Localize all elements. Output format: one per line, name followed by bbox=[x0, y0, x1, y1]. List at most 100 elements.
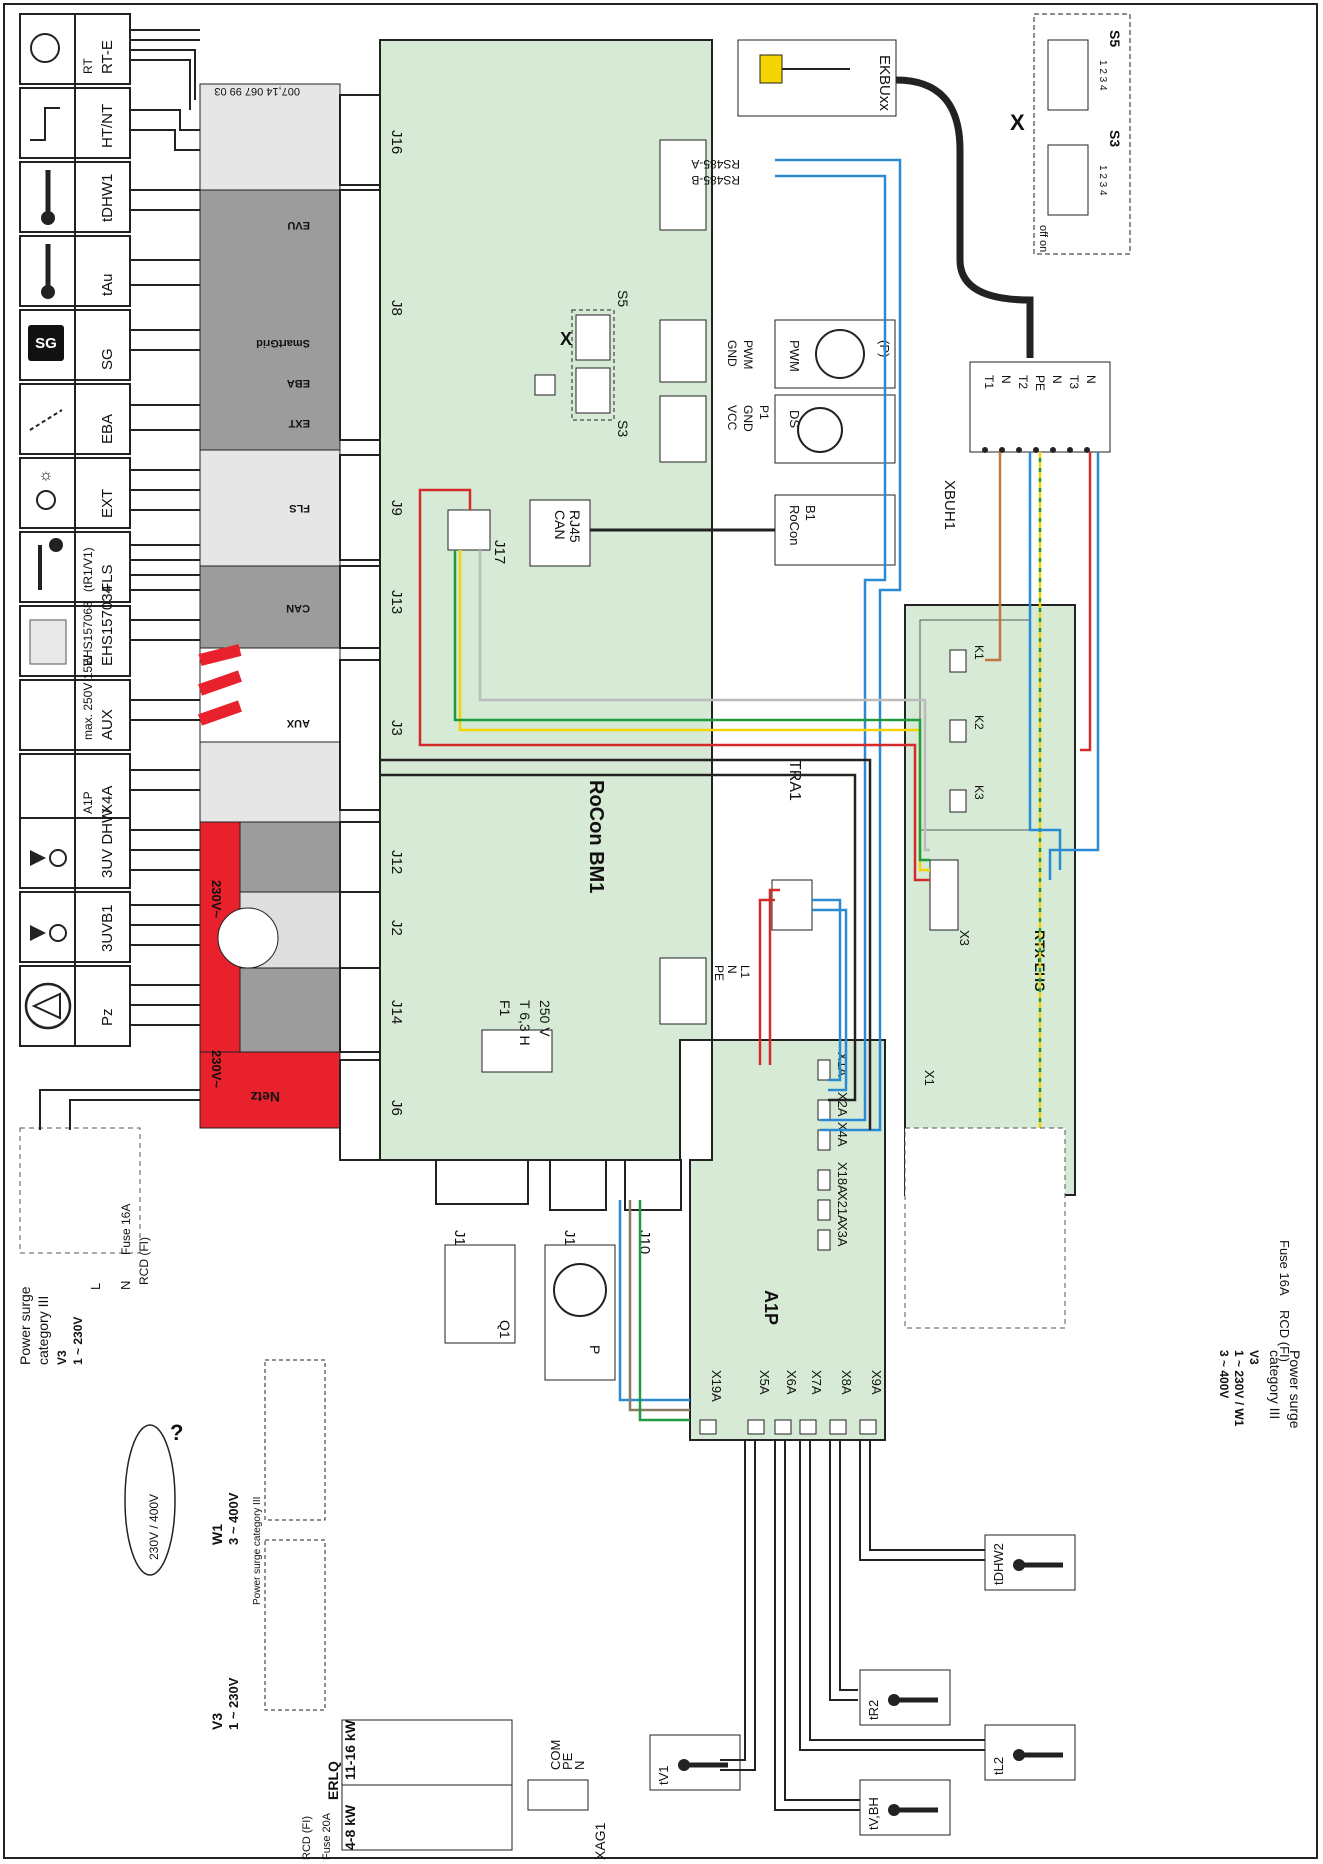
j5-block bbox=[659, 395, 707, 463]
pump-p-icon bbox=[553, 1263, 607, 1317]
sensor-sublabel-8: EHS157068 bbox=[81, 601, 95, 666]
rtx-x3: X3 bbox=[957, 930, 972, 946]
a1p-port-x21a bbox=[817, 1199, 831, 1221]
xbuh1-pin-dot-0 bbox=[982, 447, 988, 453]
ekbu-label: EKBUxx bbox=[876, 55, 893, 111]
dip-s3 bbox=[1047, 144, 1089, 216]
w1-voltage: 3 ~ 400V bbox=[226, 1492, 241, 1545]
sensor-icons: SG ☼ bbox=[24, 33, 72, 1030]
connector-label-j1: J1 bbox=[561, 1230, 578, 1246]
sensor-label-5: EBA bbox=[99, 414, 116, 444]
bottom-sensor-bulb-3 bbox=[888, 1694, 900, 1706]
j7-block bbox=[659, 319, 707, 383]
switch-x-label: X bbox=[560, 329, 572, 349]
ds-title: DS bbox=[787, 410, 802, 428]
xag1-pe: PE bbox=[560, 1752, 575, 1770]
sensor-label-11: 3UV DHW bbox=[99, 808, 116, 878]
connector-label-j12: J12 bbox=[388, 850, 405, 874]
ds-vcc: VCC bbox=[725, 405, 739, 431]
rocon-b1-label2: B1 bbox=[803, 505, 818, 521]
cloud-text: 230V / 400V bbox=[147, 1494, 161, 1560]
xbuh1-pin-dot-1 bbox=[999, 447, 1005, 453]
a1p-port-x3a bbox=[817, 1229, 831, 1251]
pwm-title: PWM bbox=[787, 340, 802, 372]
j4-block bbox=[659, 957, 707, 1025]
power-right-fuse: Fuse 16A bbox=[1277, 1240, 1292, 1296]
j7-gnd: GND bbox=[725, 340, 739, 367]
smartgrid-term-label: SmartGrid bbox=[256, 337, 310, 349]
p-pump-box bbox=[544, 1244, 616, 1381]
ds-box bbox=[774, 394, 896, 464]
a1p-port-label-x7a: X7A bbox=[809, 1370, 824, 1395]
a1p-port-x9a bbox=[859, 1419, 877, 1435]
bottom-sensor-bulb-0 bbox=[678, 1759, 690, 1771]
erlq-label: ERLQ bbox=[325, 1761, 341, 1800]
ds-p1: P1 bbox=[757, 405, 771, 420]
sensor-sublabel-0: RT bbox=[81, 58, 95, 74]
xag1-block bbox=[527, 1779, 589, 1811]
rj45-label1: RJ45 bbox=[567, 510, 583, 543]
v3-label: V3 bbox=[209, 1713, 225, 1730]
xbuh1-pin-dot-5 bbox=[1067, 447, 1073, 453]
xag1-n: N bbox=[572, 1761, 587, 1770]
xag1-label: XAG1 bbox=[592, 1822, 608, 1860]
xbuh1-pin-6: N bbox=[1084, 375, 1098, 384]
sensor-label-2: tDHW1 bbox=[99, 174, 116, 222]
connector-label-j8: J8 bbox=[388, 300, 405, 316]
dip-nums-2: 1 2 3 4 bbox=[1097, 165, 1108, 196]
heater-cable bbox=[895, 76, 1034, 358]
sensor-label-1: HT/NT bbox=[99, 104, 116, 148]
outdoor-sensor-icon bbox=[41, 244, 55, 299]
xbuh1-pin-dot-2 bbox=[1016, 447, 1022, 453]
v230-label-1: 230V~ bbox=[209, 1050, 224, 1088]
xbuh1-pin-1: N bbox=[999, 375, 1013, 384]
switch-s5: S5 bbox=[615, 290, 631, 307]
bottom-sensor-label-2: tL2 bbox=[991, 1757, 1006, 1775]
connector-label-j3: J3 bbox=[388, 720, 405, 736]
hatch-red bbox=[198, 644, 242, 726]
ext-term-label: EXT bbox=[288, 417, 310, 429]
a1p-port-x18a bbox=[817, 1169, 831, 1191]
power-right-title1: Power surge bbox=[1287, 1350, 1303, 1429]
pump-icon bbox=[24, 982, 72, 1030]
a1p-port-label-x5a: X5A bbox=[757, 1370, 772, 1395]
power-right-v2: 3 ~ 400V bbox=[1217, 1350, 1231, 1398]
rj45-block bbox=[529, 499, 591, 567]
rtx-x1: X1 bbox=[922, 1070, 937, 1086]
fuse-symbol bbox=[481, 1029, 553, 1073]
sensor-label-4: SG bbox=[99, 348, 116, 370]
dip-s3-label: S3 bbox=[1107, 130, 1123, 147]
j4-l1: L1 bbox=[738, 965, 752, 979]
a1p-port-x7a bbox=[799, 1419, 817, 1435]
surge-small: Power surge category III bbox=[252, 1497, 263, 1605]
bottom-left: 4-8 kW 11-16 kW ERLQ W1 3 ~ 400V V3 1 ~ … bbox=[124, 1359, 608, 1860]
connector-label-j14: J14 bbox=[388, 1000, 405, 1024]
j7-pwm: PWM bbox=[741, 340, 755, 369]
x3-connector bbox=[929, 859, 959, 931]
q1-label: Q1 bbox=[497, 1320, 513, 1339]
sensor-label-6: EXT bbox=[99, 489, 116, 518]
rcd-bl-label: RCD (FI) bbox=[301, 1816, 313, 1860]
part-number: 007,14 067 99 03 bbox=[214, 85, 300, 97]
a1p-port-label-x8a: X8A bbox=[839, 1370, 854, 1395]
xbuh1-pin-dot-3 bbox=[1033, 447, 1039, 453]
sg-ready-icon: SG bbox=[28, 325, 64, 361]
xbuh1-title: XBUH1 bbox=[941, 480, 958, 530]
power-left-l: L bbox=[88, 1283, 103, 1290]
relay-k3 bbox=[949, 789, 967, 813]
j11-block bbox=[659, 139, 707, 231]
right-x-label: X bbox=[1010, 110, 1025, 135]
power-left-title2: category III bbox=[35, 1296, 51, 1365]
connector-label-j13: J13 bbox=[388, 590, 405, 614]
valve-icon-1 bbox=[30, 849, 67, 867]
w1-label: W1 bbox=[209, 1524, 225, 1545]
sensor-sublabel-7: (tR1/V1) bbox=[81, 547, 95, 592]
sensor-label-0: RT-E bbox=[99, 40, 116, 74]
controller-device-icon bbox=[29, 619, 67, 665]
dip-s5-label: S5 bbox=[1107, 30, 1123, 47]
cloud-shape bbox=[124, 1424, 176, 1576]
colored-cables bbox=[380, 158, 1100, 1422]
a1p-port-x19a bbox=[699, 1419, 717, 1435]
